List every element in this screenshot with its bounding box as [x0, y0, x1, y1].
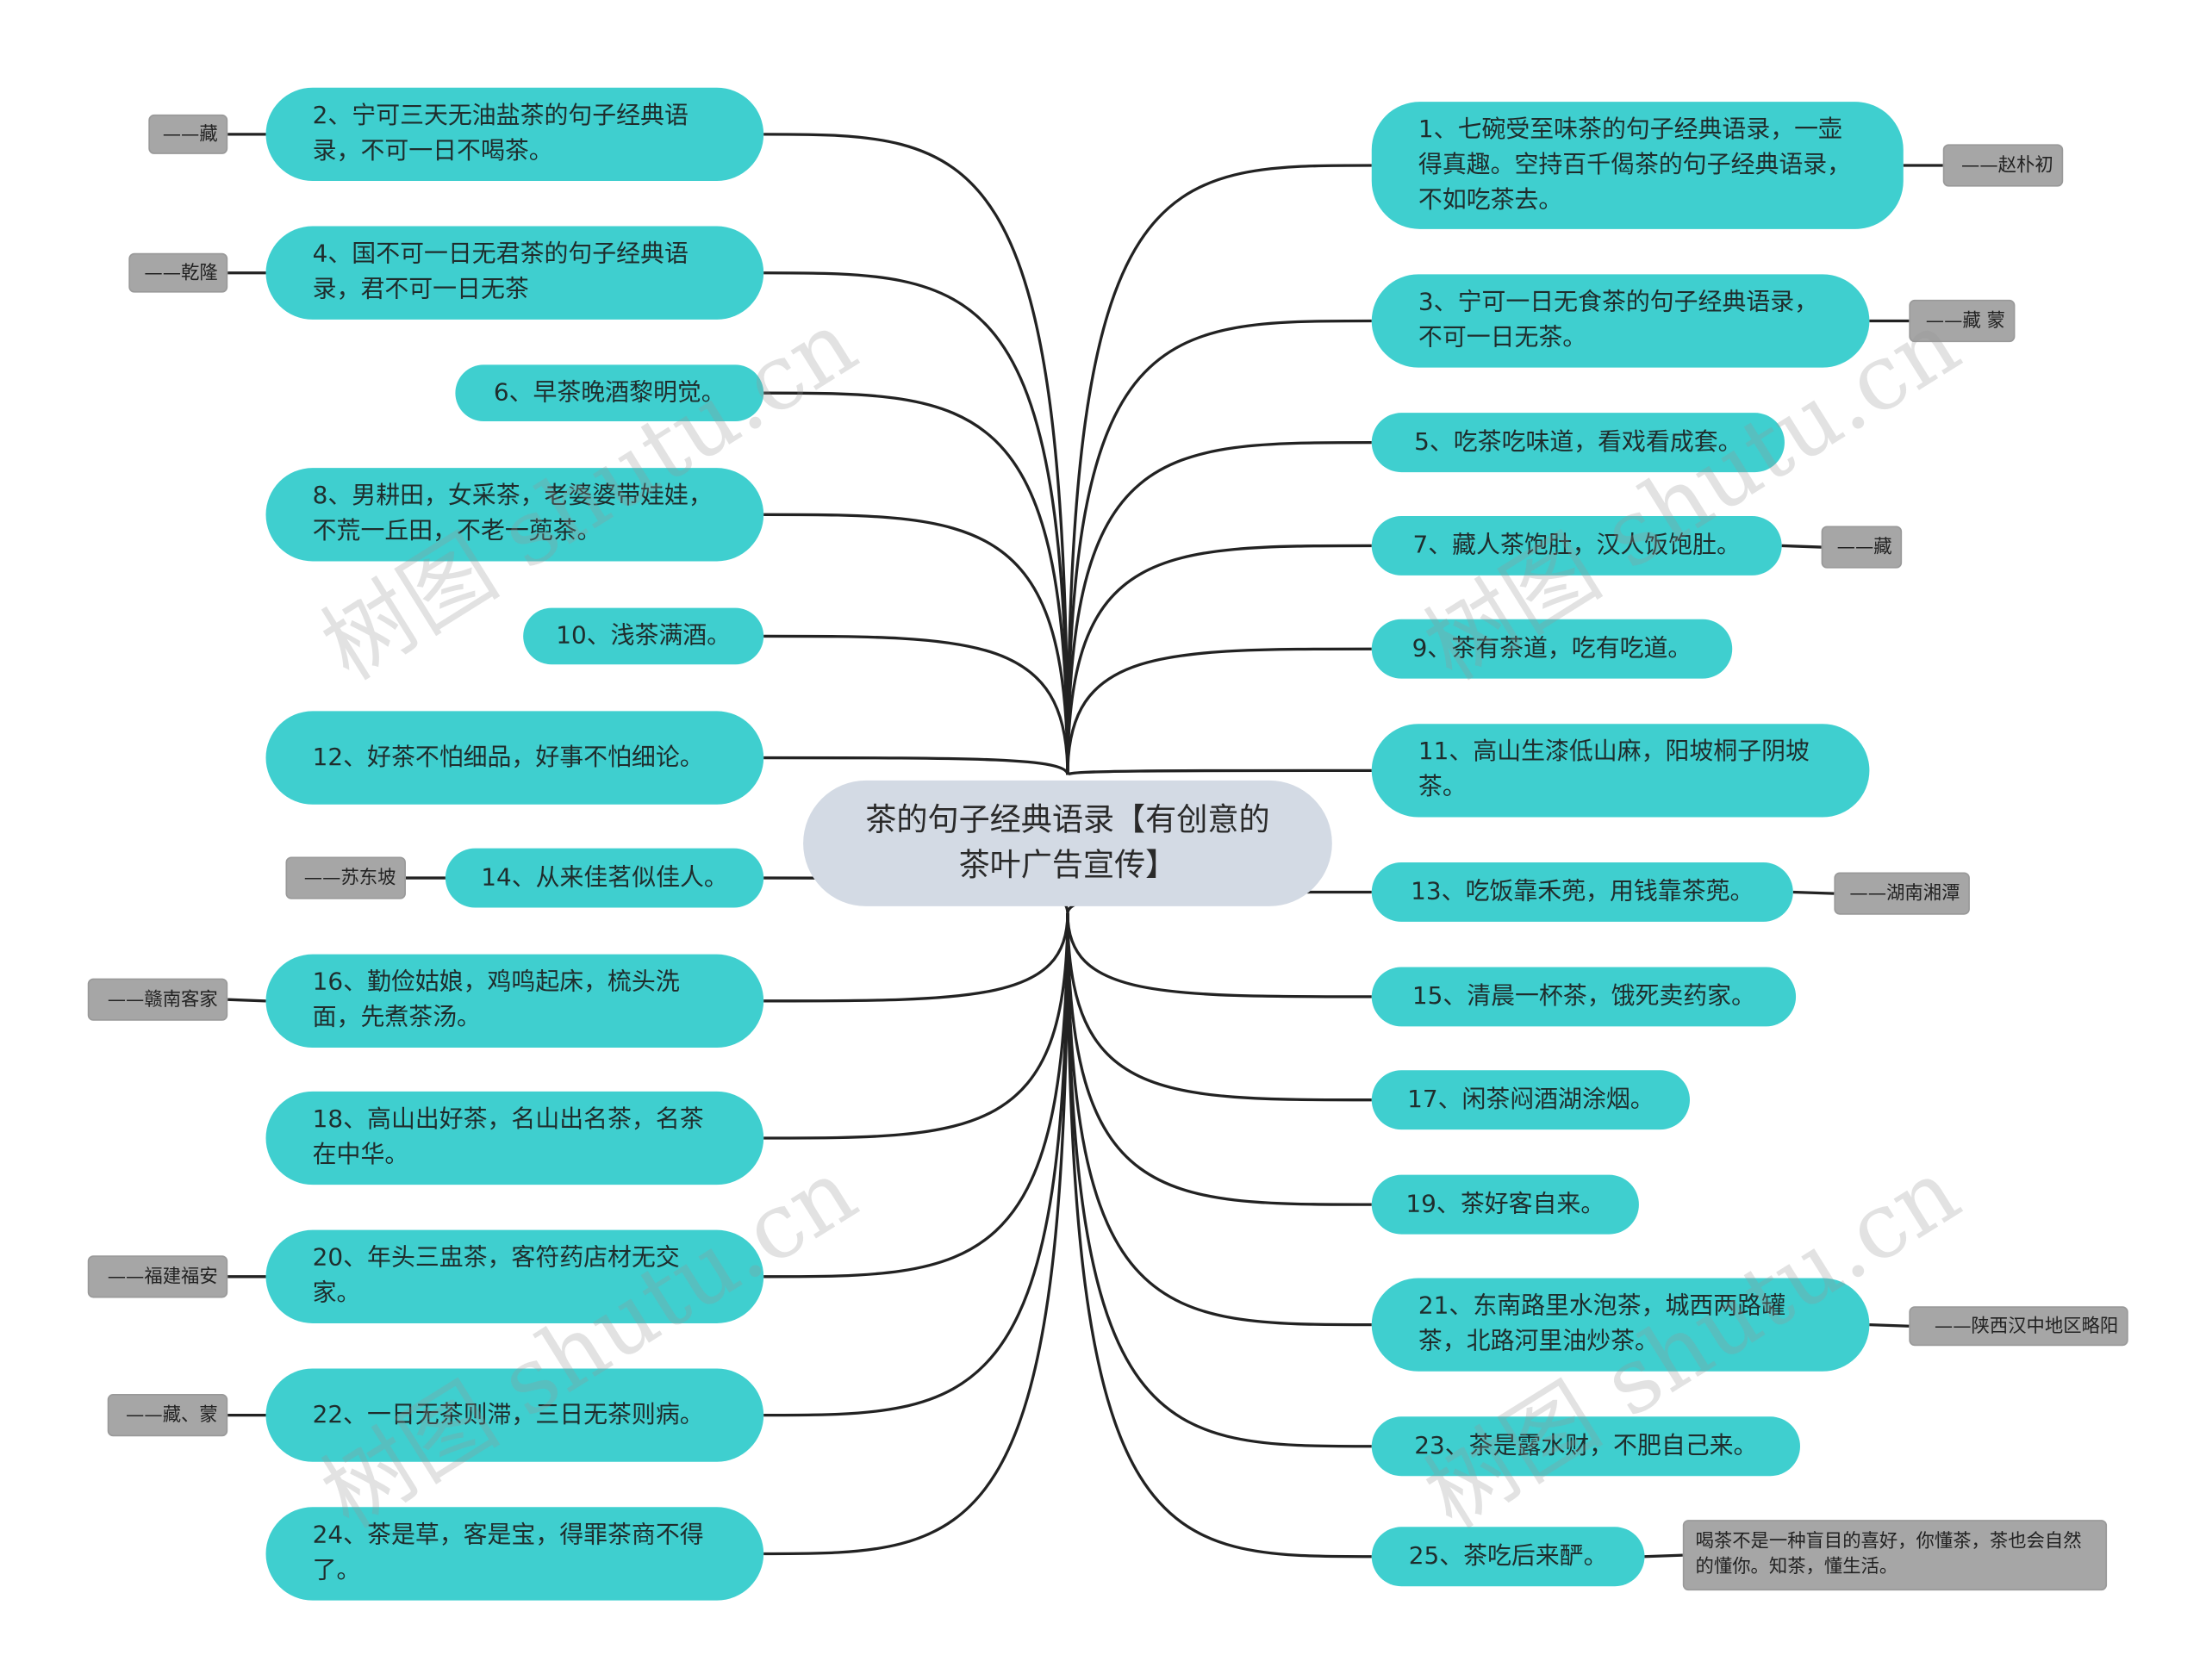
right-topic-5[interactable]: 9、茶有茶道，吃有吃道。 — [1371, 619, 1733, 679]
right-topic-3[interactable]: 5、吃茶吃味道，看戏看成套。 — [1371, 413, 1785, 473]
right-topic-6[interactable]: 11、高山生漆低山麻，阳坡桐子阴坡茶。 — [1371, 724, 1870, 818]
topic-text: 17、闲茶闷酒湖涂烟。 — [1407, 1085, 1654, 1114]
right-topic-4[interactable]: 7、藏人茶饱肚，汉人饭饱肚。 — [1371, 515, 1782, 576]
right-topic-11-note[interactable]: ——陕西汉中地区略阳 — [1909, 1306, 2128, 1347]
right-topic-9[interactable]: 17、闲茶闷酒湖涂烟。 — [1371, 1070, 1690, 1130]
left-connector-3 — [763, 391, 1069, 775]
left-connector-2 — [763, 271, 1069, 775]
left-topic-1-note[interactable]: ——藏 — [148, 114, 228, 154]
left-topic-2[interactable]: 4、国不可一日无君茶的句子经典语录，君不可一日无茶 — [265, 226, 764, 320]
left-connector-9 — [763, 913, 1069, 1140]
left-topic-11-note[interactable]: ——藏、蒙 — [107, 1394, 228, 1437]
left-connector-12 — [763, 913, 1069, 1556]
topic-text: 13、吃饭靠禾蔸，用钱靠茶蔸。 — [1411, 877, 1754, 906]
left-topic-1[interactable]: 2、宁可三天无油盐茶的句子经典语录，不可一日不喝茶。 — [265, 87, 764, 182]
right-topic-13-note[interactable]: 喝茶不是一种盲目的喜好，你懂茶，茶也会自然的懂你。知茶，懂生活。 — [1682, 1520, 2108, 1591]
topic-text: 3、宁可一日无食茶的句子经典语录，不可一日无茶。 — [1418, 288, 1819, 352]
left-connector-10 — [763, 913, 1069, 1279]
right-connector-6 — [1066, 768, 1372, 776]
topic-text: 9、茶有茶道，吃有吃道。 — [1411, 633, 1692, 663]
left-topic-6[interactable]: 12、好茶不怕细品，好事不怕细论。 — [265, 711, 764, 805]
right-connector-12 — [1066, 913, 1372, 1448]
topic-text: 2、宁可三天无油盐茶的句子经典语录，不可一日不喝茶。 — [312, 102, 689, 165]
right-topic-4-note[interactable]: ——藏 — [1821, 526, 1903, 569]
right-connector-5 — [1066, 647, 1372, 775]
topic-text: 11、高山生漆低山麻，阳坡桐子阴坡茶。 — [1418, 737, 1810, 802]
topic-text: 25、茶吃后来酽。 — [1408, 1541, 1608, 1571]
topic-text: 24、茶是草，客是宝，得罪茶商不得了。 — [312, 1521, 704, 1585]
topic-text: 7、藏人茶饱肚，汉人饭饱肚。 — [1412, 531, 1741, 560]
left-topic-11[interactable]: 22、一日无茶则滞，三日无茶则病。 — [265, 1368, 764, 1462]
right-connector-8 — [1066, 913, 1372, 999]
topic-text: 4、国不可一日无君茶的句子经典语录，君不可一日无茶 — [312, 240, 689, 304]
right-topic-7[interactable]: 13、吃饭靠禾蔸，用钱靠茶蔸。 — [1371, 862, 1793, 922]
topic-text: 22、一日无茶则滞，三日无茶则病。 — [312, 1400, 704, 1429]
right-connector-13 — [1066, 913, 1372, 1559]
topic-text: 21、东南路里水泡茶，城西两路罐茶，北路河里油炒茶。 — [1418, 1291, 1785, 1356]
left-connector-1 — [763, 133, 1069, 775]
left-connector-11 — [763, 913, 1069, 1417]
topic-text: 18、高山出好茶，名山出名茶，名茶在中华。 — [312, 1105, 704, 1170]
left-topic-4[interactable]: 8、男耕田，女采茶，老婆婆带娃娃，不荒一丘田，不老一蔸茶。 — [265, 468, 764, 562]
left-topic-12[interactable]: 24、茶是草，客是宝，得罪茶商不得了。 — [265, 1507, 764, 1601]
left-topic-8[interactable]: 16、勤俭姑娘，鸡鸣起床，梳头洗面，先煮茶汤。 — [265, 954, 764, 1048]
root-topic[interactable]: 茶的句子经典语录【有创意的茶叶广告宣传】 — [803, 780, 1332, 906]
left-topic-8-note[interactable]: ——赣南客家 — [87, 978, 228, 1021]
right-topic-10[interactable]: 19、茶好客自来。 — [1371, 1174, 1639, 1235]
right-topic-11[interactable]: 21、东南路里水泡茶，城西两路罐茶，北路河里油炒茶。 — [1371, 1278, 1870, 1372]
right-topic-7-note[interactable]: ——湖南湘潭 — [1834, 872, 1970, 915]
topic-text: 23、茶是露水财，不肥自己来。 — [1414, 1431, 1758, 1460]
left-connector-5 — [763, 634, 1069, 775]
right-connector-9 — [1066, 913, 1372, 1102]
topic-text: 6、早茶晚酒黎明觉。 — [493, 377, 726, 407]
topic-text: 10、浅茶满酒。 — [556, 621, 732, 650]
left-topic-9[interactable]: 18、高山出好茶，名山出名茶，名茶在中华。 — [265, 1091, 764, 1185]
right-connector-2 — [1066, 319, 1372, 775]
topic-text: 8、男耕田，女采茶，老婆婆带娃娃，不荒一丘田，不老一蔸茶。 — [312, 482, 713, 546]
right-note-connector-11 — [1869, 1322, 1910, 1328]
right-connector-10 — [1066, 913, 1372, 1206]
topic-text: 1、七碗受至味茶的句子经典语录，一壶得真趣。空持百千偈茶的句子经典语录，不如吃茶… — [1418, 115, 1852, 215]
left-connector-4 — [763, 513, 1069, 775]
topic-text: 12、好茶不怕细品，好事不怕细论。 — [312, 743, 704, 772]
left-note-connector-8 — [227, 998, 266, 1003]
topic-text: 20、年头三盅茶，客符药店材无交家。 — [312, 1244, 680, 1308]
left-topic-7-note[interactable]: ——苏东坡 — [285, 856, 406, 899]
right-topic-1-note[interactable]: ——赵朴初 — [1942, 144, 2064, 187]
right-topic-2-note[interactable]: ——藏 蒙 — [1909, 299, 2016, 343]
right-topic-13[interactable]: 25、茶吃后来酽。 — [1371, 1527, 1645, 1587]
left-topic-2-note[interactable]: ——乾隆 — [128, 252, 228, 293]
left-topic-10-note[interactable]: ——福建福安 — [87, 1255, 228, 1298]
left-topic-7[interactable]: 14、从来佳茗似佳人。 — [445, 848, 764, 908]
right-note-connector-4 — [1781, 544, 1822, 549]
right-topic-8[interactable]: 15、清晨一杯茶，饿死卖药家。 — [1371, 967, 1797, 1027]
right-topic-12[interactable]: 23、茶是露水财，不肥自己来。 — [1371, 1416, 1800, 1477]
left-topic-10[interactable]: 20、年头三盅茶，客符药店材无交家。 — [265, 1229, 764, 1323]
topic-text: 19、茶好客自来。 — [1405, 1189, 1605, 1218]
right-note-connector-7 — [1792, 890, 1835, 895]
right-topic-1[interactable]: 1、七碗受至味茶的句子经典语录，一壶得真趣。空持百千偈茶的句子经典语录，不如吃茶… — [1371, 102, 1904, 229]
left-connector-6 — [763, 756, 1069, 775]
left-topic-5[interactable]: 10、浅茶满酒。 — [523, 607, 764, 665]
right-note-connector-13 — [1644, 1553, 1683, 1559]
right-connector-1 — [1066, 164, 1372, 775]
left-topic-3[interactable]: 6、早茶晚酒黎明觉。 — [455, 364, 764, 422]
right-connector-3 — [1066, 440, 1372, 775]
right-topic-2[interactable]: 3、宁可一日无食茶的句子经典语录，不可一日无茶。 — [1371, 274, 1870, 368]
left-connector-8 — [763, 913, 1069, 1003]
topic-text: 14、从来佳茗似佳人。 — [481, 862, 728, 892]
topic-text: 16、勤俭姑娘，鸡鸣起床，梳头洗面，先煮茶汤。 — [312, 968, 680, 1032]
right-connector-11 — [1066, 913, 1372, 1327]
topic-text: 15、清晨一杯茶，饿死卖药家。 — [1411, 981, 1755, 1011]
right-connector-4 — [1066, 544, 1372, 775]
topic-text: 5、吃茶吃味道，看戏看成套。 — [1414, 427, 1742, 457]
